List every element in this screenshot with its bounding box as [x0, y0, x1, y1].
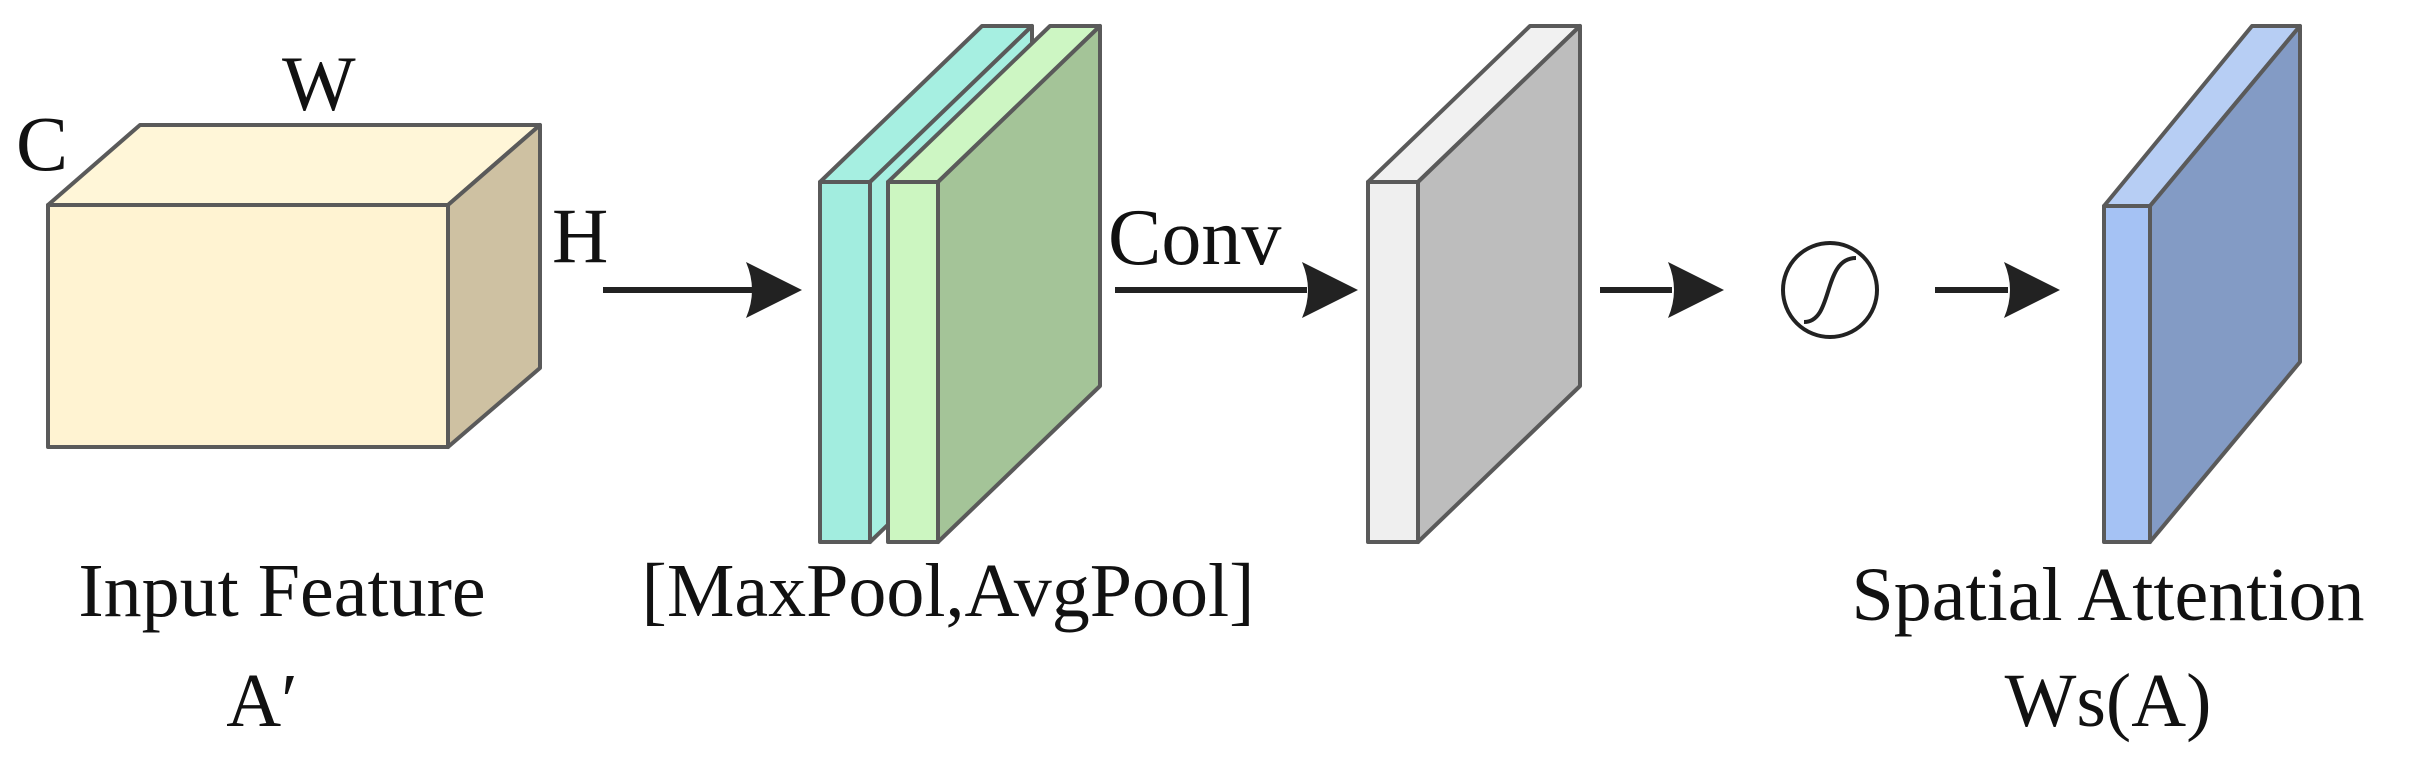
spatial-attention-title: Spatial Attention [1852, 553, 2365, 637]
width-label: W [282, 40, 356, 127]
arrow-right-icon [1935, 262, 2060, 318]
avgpool-slab [886, 24, 1102, 544]
conv-output-slab [1366, 24, 1582, 544]
avgpool-slab-front [886, 180, 940, 544]
height-label: H [552, 192, 608, 279]
input-feature-title: Input Feature [78, 549, 485, 633]
arrow-right-icon [1600, 262, 1724, 318]
conv-slab-side [1416, 24, 1582, 544]
spatial-attention-slab [2102, 24, 2302, 544]
input-feature-cube [46, 123, 542, 449]
arrow-right-icon [1115, 262, 1358, 318]
pooling-title: [MaxPool,AvgPool] [642, 549, 1255, 633]
spatial-attention-symbol: Ws(A) [2005, 659, 2212, 743]
input-cube-front [46, 203, 450, 449]
maxpool-slab-front [818, 180, 872, 544]
conv-slab-front [1366, 180, 1420, 544]
sigmoid-icon [1781, 241, 1879, 339]
input-feature-symbol: A′ [226, 659, 298, 743]
conv-label: Conv [1108, 194, 1281, 282]
arrow-right-icon [603, 262, 802, 318]
channels-label: C [16, 100, 68, 187]
attention-slab-front [2102, 204, 2152, 544]
